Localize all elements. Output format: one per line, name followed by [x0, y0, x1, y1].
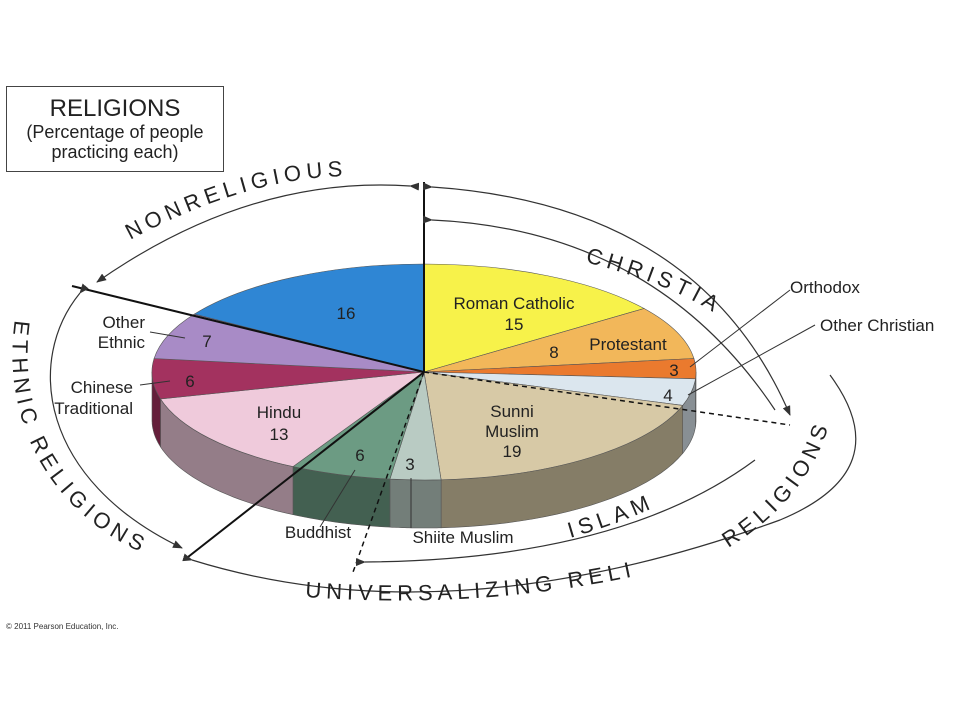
slice-label-protestant-name: Protestant	[589, 335, 667, 354]
ethnic-arc	[49, 283, 183, 549]
slice-label-sunni-name2: Muslim	[485, 422, 539, 441]
leader-other-christian	[687, 324, 816, 396]
slice-label-nonreligious-value: 16	[337, 304, 356, 323]
religions-right-arc-label: RELIGIONS	[717, 417, 834, 553]
christian-arc-inner	[422, 215, 776, 411]
christian-arc-outer	[422, 182, 791, 416]
slice-label-other-christian-value: 4	[663, 386, 672, 405]
divider-ethnic-universalizing	[187, 371, 425, 558]
slice-label-protestant-value: 8	[549, 343, 558, 362]
pie-side-shiite-muslim	[389, 478, 442, 529]
legend-subtitle-line1: (Percentage of people	[26, 122, 204, 142]
slice-label-sunni-name1: Sunni	[490, 402, 533, 421]
slice-label-hindu-name: Hindu	[257, 403, 301, 422]
slice-label-buddhist-value: 6	[355, 446, 364, 465]
leader-other-ethnic	[149, 331, 186, 339]
label-other-ethnic-line2: Ethnic	[98, 333, 146, 352]
leader-buddhist	[319, 469, 356, 528]
slice-label-shiite-value: 3	[405, 455, 414, 474]
slice-label-sunni-value: 19	[503, 442, 522, 461]
nonreligious-arc	[96, 182, 420, 283]
label-buddhist: Buddhist	[285, 523, 351, 542]
nonreligious-arc-label: NONRELIGIOUS	[121, 156, 348, 244]
leader-lines	[139, 289, 816, 528]
legend-title: RELIGIONS	[49, 95, 181, 122]
label-shiite: Shiite Muslim	[412, 528, 513, 547]
group-arcs	[49, 182, 857, 593]
label-chinese-line2: Traditional	[54, 399, 133, 418]
leader-orthodox	[689, 289, 791, 368]
label-orthodox: Orthodox	[790, 278, 860, 297]
label-other-christian: Other Christian	[820, 316, 934, 335]
slice-label-roman-catholic-name: Roman Catholic	[454, 294, 575, 313]
islam-arc	[355, 459, 756, 567]
slice-label-other-ethnic-value: 7	[202, 332, 211, 351]
label-chinese-line1: Chinese	[71, 378, 133, 397]
legend-subtitle-line2: practicing each)	[51, 142, 179, 162]
copyright-notice: © 2011 Pearson Education, Inc.	[6, 622, 119, 631]
slice-label-chinese-value: 6	[185, 372, 194, 391]
slice-label-hindu-value: 13	[270, 425, 289, 444]
universalizing-arc	[182, 374, 857, 593]
label-other-ethnic-line1: Other	[102, 313, 145, 332]
slice-label-roman-catholic-value: 15	[505, 315, 524, 334]
slice-label-orthodox-value: 3	[669, 361, 678, 380]
ethnic-religions-arc-label: ETHNIC RELIGIONS	[7, 319, 153, 558]
legend-box: RELIGIONS (Percentage of people practici…	[6, 86, 224, 172]
leader-chinese	[139, 380, 171, 386]
